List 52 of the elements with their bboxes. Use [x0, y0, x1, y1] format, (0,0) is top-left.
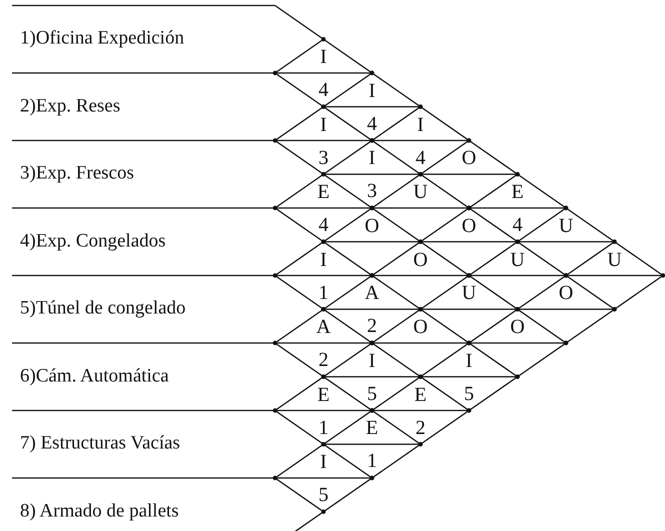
closeness-rating: E	[511, 182, 524, 202]
reason-code: 4	[512, 215, 522, 235]
closeness-rating: O	[364, 216, 380, 236]
reason-code: 1	[318, 418, 328, 438]
department-label: 4)Exp. Congelados	[20, 231, 166, 252]
closeness-rating: I	[320, 250, 327, 270]
reason-code: 3	[318, 148, 328, 168]
closeness-rating: U	[510, 250, 525, 270]
reason-code: 1	[367, 451, 377, 472]
department-label: 7) Estructuras Vacías	[20, 434, 180, 455]
department-label: 6)Cám. Automática	[20, 366, 169, 388]
reason-code: 4	[318, 80, 328, 100]
closeness-rating: I	[466, 350, 472, 371]
closeness-rating: I	[368, 148, 376, 168]
closeness-rating: I	[368, 80, 376, 101]
reason-code: 2	[318, 350, 328, 370]
department-label: 5)Túnel de congelado	[20, 298, 186, 320]
closeness-rating: A	[316, 317, 331, 337]
reason-code: 5	[367, 384, 377, 404]
closeness-rating: O	[413, 250, 428, 270]
department-label: 1)Oficina Expedición	[20, 28, 184, 50]
closeness-rating: O	[462, 148, 476, 168]
reason-code: 1	[318, 282, 328, 302]
closeness-rating: E	[366, 418, 378, 438]
reason-code: 4	[367, 114, 377, 134]
closeness-rating: U	[413, 182, 428, 202]
reason-code: 4	[416, 148, 426, 168]
department-label: 2)Exp. Reses	[20, 96, 120, 118]
closeness-rating: U	[607, 250, 622, 270]
closeness-rating: I	[320, 452, 327, 472]
reason-code: 5	[318, 485, 328, 505]
closeness-rating: O	[510, 317, 525, 337]
reason-code: 4	[318, 215, 328, 235]
reason-code: 3	[367, 181, 377, 202]
closeness-rating: O	[558, 283, 574, 304]
reason-code: 5	[464, 384, 474, 404]
closeness-rating: E	[317, 384, 330, 404]
closeness-rating: A	[364, 283, 380, 304]
reason-code: 2	[367, 316, 377, 336]
department-label: 8) Armado de pallets	[20, 501, 179, 522]
closeness-rating: I	[320, 47, 327, 67]
closeness-rating: U	[558, 216, 574, 236]
department-label: 3)Exp. Frescos	[20, 164, 134, 185]
closeness-rating: E	[317, 182, 330, 202]
closeness-rating: O	[413, 317, 428, 337]
reason-code: 2	[416, 418, 426, 438]
closeness-rating: I	[368, 350, 376, 371]
closeness-rating: I	[417, 114, 424, 134]
closeness-rating: O	[462, 216, 476, 236]
closeness-rating: E	[414, 384, 427, 404]
closeness-rating: I	[320, 114, 327, 134]
closeness-rating: U	[462, 283, 476, 304]
